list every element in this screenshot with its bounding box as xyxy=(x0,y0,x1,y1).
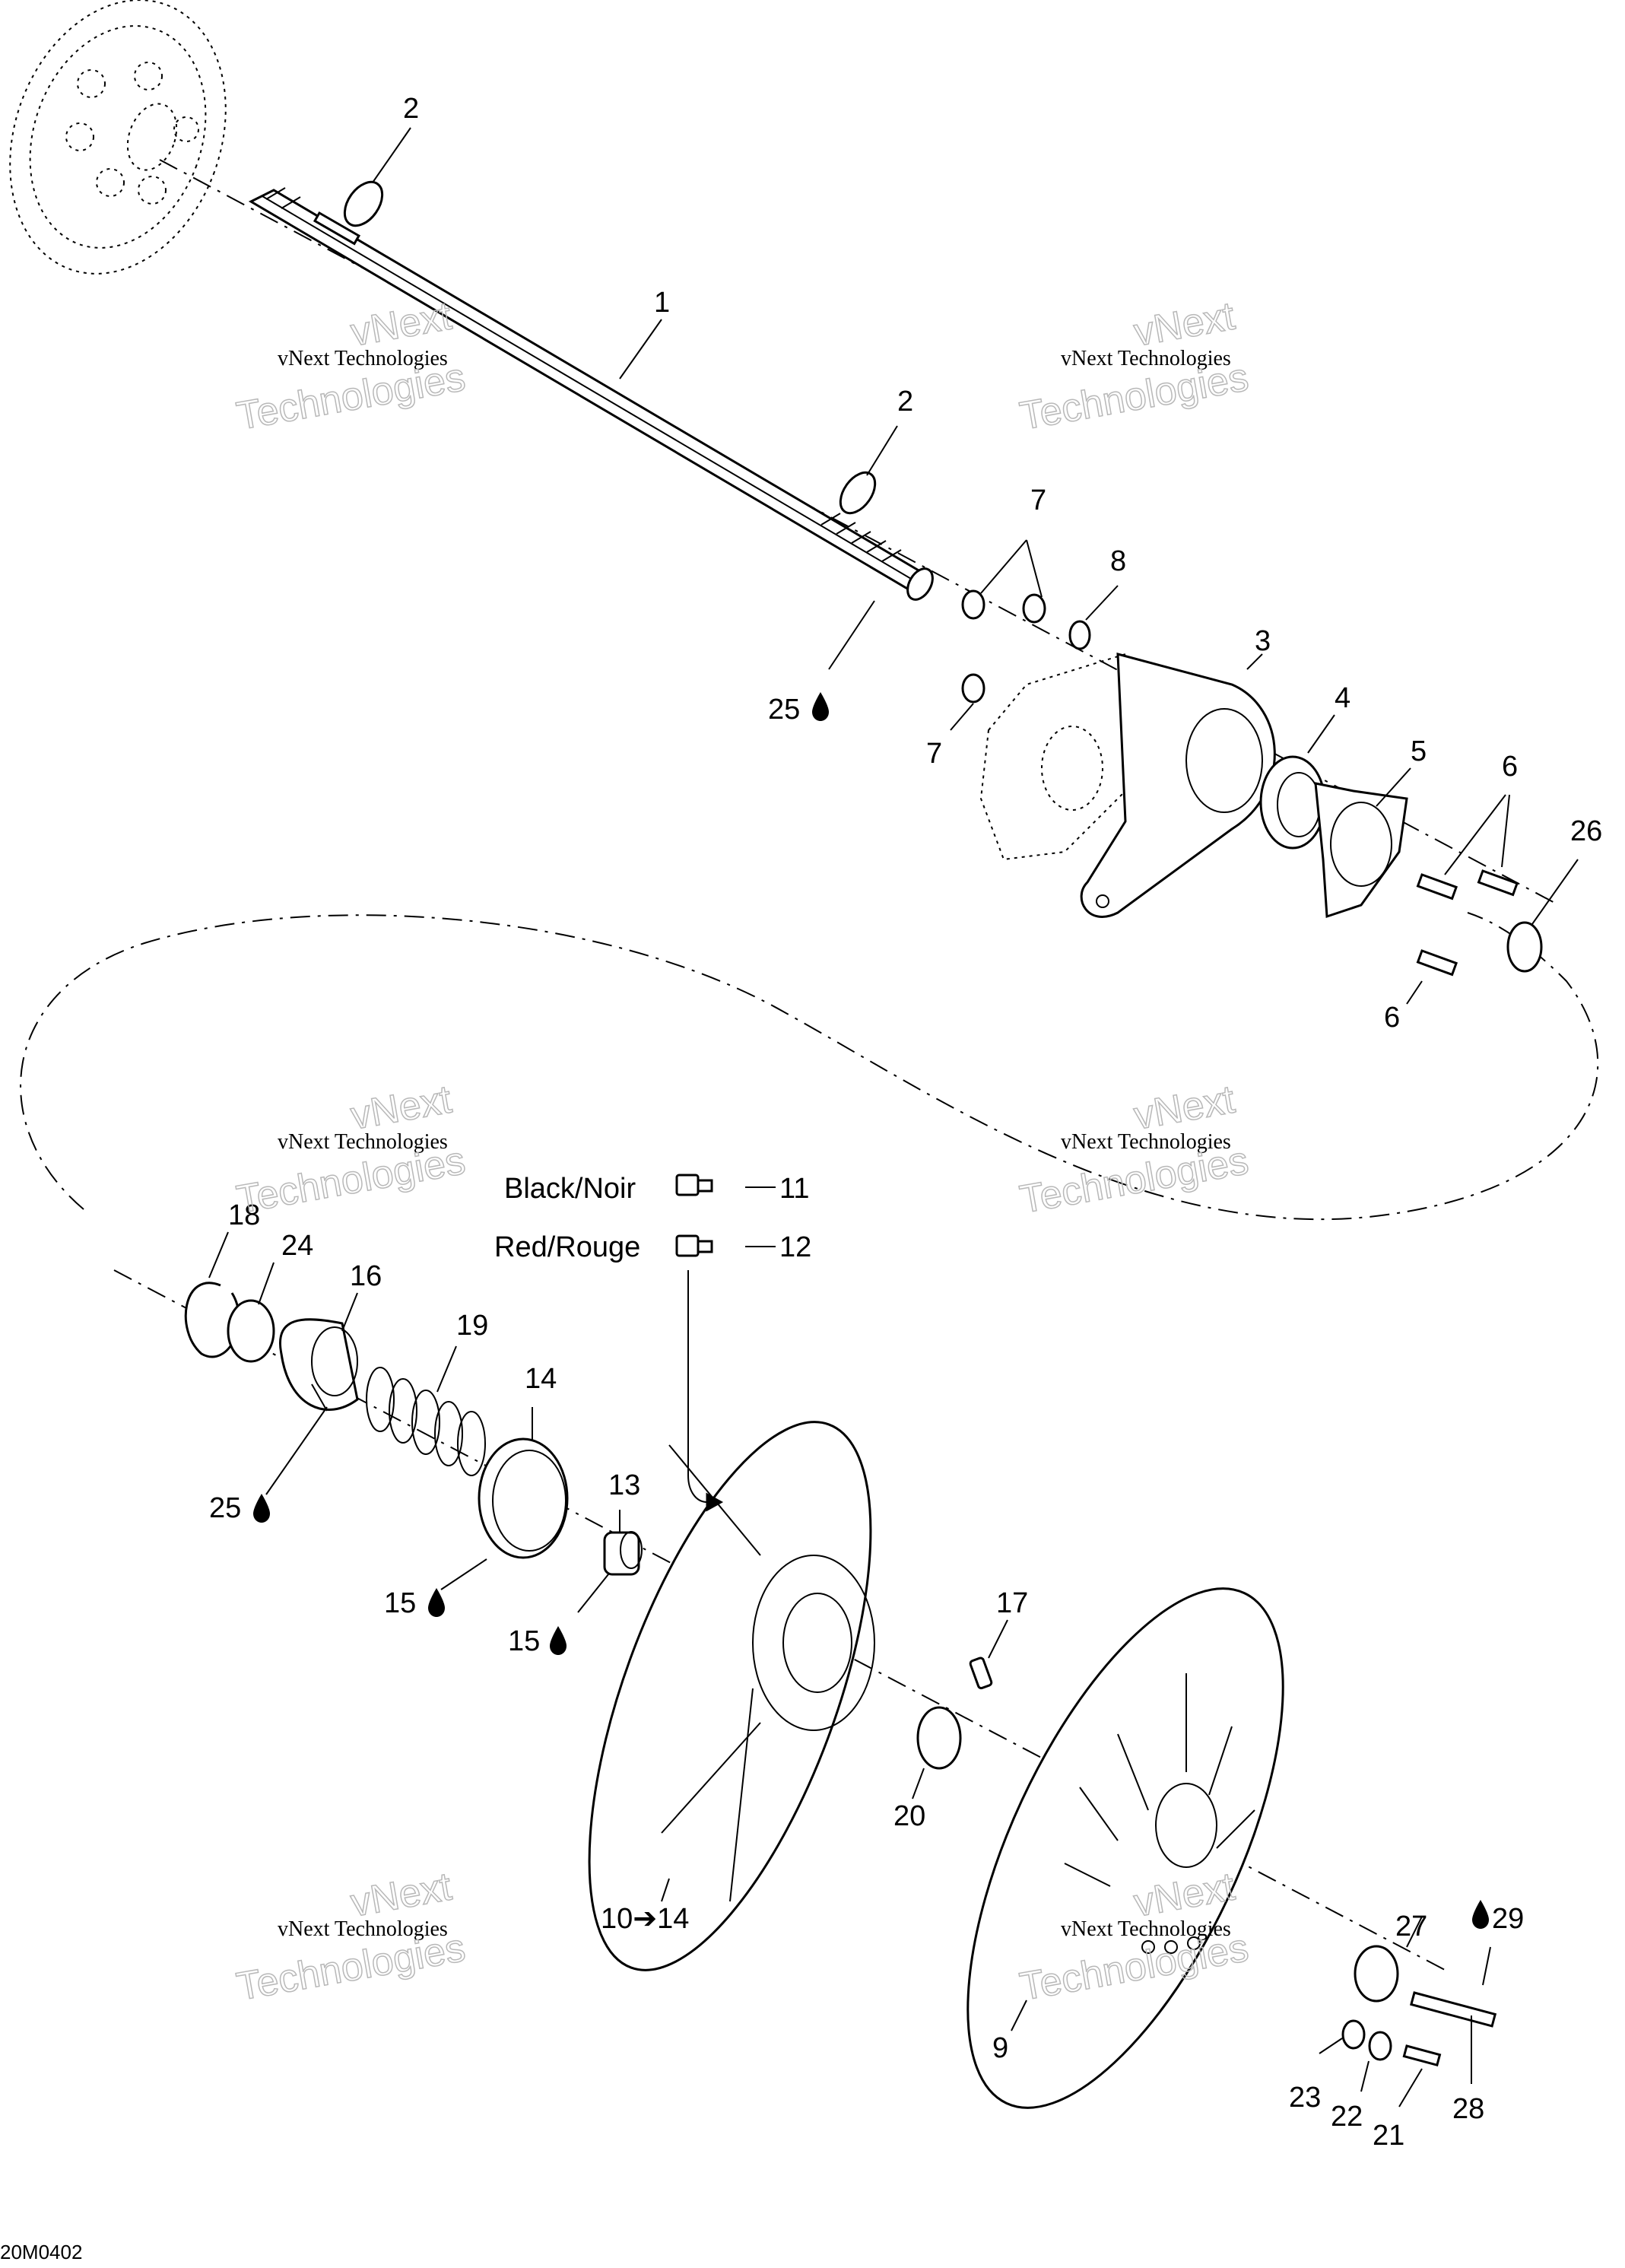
label-10-14: 10➔14 xyxy=(601,1903,689,1935)
part-labels: 1 2 2 3 4 5 6 6 7 7 8 25 26 18 24 16 19 … xyxy=(209,93,1602,2152)
label-6-upper: 6 xyxy=(1502,751,1518,783)
oil-drop-icon xyxy=(253,1494,270,1523)
bolt-6b xyxy=(1477,869,1519,897)
nut-7a xyxy=(961,589,985,620)
label-2-lower: 2 xyxy=(897,386,913,418)
drawing-code: 20M0402 xyxy=(0,2241,82,2263)
cam-16 xyxy=(279,1318,359,1412)
oil-drop-icon xyxy=(1472,1900,1489,1929)
label-19: 19 xyxy=(456,1310,488,1342)
label-12: 12 xyxy=(779,1231,811,1263)
label-14: 14 xyxy=(525,1363,557,1395)
label-20: 20 xyxy=(893,1800,925,1832)
bushing-13 xyxy=(603,1531,643,1576)
label-1: 1 xyxy=(654,287,670,319)
label-8: 8 xyxy=(1110,545,1126,577)
label-3: 3 xyxy=(1255,625,1271,657)
spring-19 xyxy=(366,1367,486,1476)
label-23: 23 xyxy=(1289,2082,1321,2114)
belt-outline xyxy=(20,912,1599,1221)
bolt-6a xyxy=(1416,873,1458,901)
track-sprocket-disk xyxy=(9,0,227,275)
sleeve-14 xyxy=(478,1437,569,1559)
label-7-lower: 7 xyxy=(926,738,942,770)
pin-17 xyxy=(969,1657,993,1690)
label-15-left: 15 xyxy=(384,1587,416,1619)
svg-text:vNext: vNext xyxy=(348,1078,455,1139)
svg-text:vNext Technologies: vNext Technologies xyxy=(1061,347,1231,370)
label-6-lower: 6 xyxy=(1384,1002,1400,1034)
drive-shaft xyxy=(248,187,935,601)
label-17: 17 xyxy=(996,1587,1028,1619)
washer-20 xyxy=(916,1706,962,1770)
svg-text:vNext Technologies: vNext Technologies xyxy=(1061,1917,1231,1941)
leader-lines xyxy=(208,127,1579,2108)
label-27: 27 xyxy=(1395,1911,1427,1942)
oil-drop-icon xyxy=(812,692,829,721)
label-4: 4 xyxy=(1335,682,1350,714)
fixed-sheave xyxy=(966,1587,1284,2109)
oil-drop-icon xyxy=(550,1626,567,1655)
label-2-upper: 2 xyxy=(403,93,419,125)
nut-7c xyxy=(961,673,985,704)
retaining-ring-upper xyxy=(343,180,384,227)
label-red-rouge: Red/Rouge xyxy=(494,1231,640,1263)
label-29: 29 xyxy=(1492,1903,1524,1935)
svg-text:vNext: vNext xyxy=(1131,1078,1239,1139)
bolt-28 xyxy=(1410,1991,1497,2028)
black-cap-icon xyxy=(675,1174,713,1196)
label-21: 21 xyxy=(1373,2120,1404,2152)
bearing-flange xyxy=(1314,782,1408,919)
label-25-lower: 25 xyxy=(209,1492,241,1524)
oil-drop-icon xyxy=(428,1588,445,1617)
svg-text:vNext Technologies: vNext Technologies xyxy=(278,1130,448,1154)
label-15-right: 15 xyxy=(508,1625,540,1657)
label-5: 5 xyxy=(1411,735,1427,767)
svg-text:vNext Technologies: vNext Technologies xyxy=(278,347,448,370)
sliding-sheave xyxy=(588,1421,875,1971)
label-18: 18 xyxy=(228,1199,260,1231)
washer-8 xyxy=(1068,620,1091,650)
svg-text:vNext: vNext xyxy=(1131,294,1239,355)
bearing-plate xyxy=(1080,653,1276,918)
svg-text:vNext: vNext xyxy=(348,1865,455,1926)
red-cap-icon xyxy=(675,1234,713,1257)
svg-text:vNext Technologies: vNext Technologies xyxy=(278,1917,448,1941)
label-7-upper: 7 xyxy=(1030,484,1046,516)
nut-7b xyxy=(1022,593,1046,624)
washer-24 xyxy=(227,1299,275,1363)
retaining-ring-lower xyxy=(839,471,877,515)
nut-22 xyxy=(1368,2031,1392,2061)
label-25-upper: 25 xyxy=(768,694,800,726)
svg-text:vNext Technologies: vNext Technologies xyxy=(1061,1130,1231,1154)
label-11: 11 xyxy=(779,1173,809,1205)
bolt-6c xyxy=(1416,949,1458,977)
label-22: 22 xyxy=(1331,2101,1363,2133)
svg-text:vNext: vNext xyxy=(348,294,455,355)
label-24: 24 xyxy=(281,1230,313,1262)
washer-23 xyxy=(1341,2019,1366,2050)
bearing xyxy=(1259,755,1326,850)
label-13: 13 xyxy=(608,1469,640,1501)
seal-26 xyxy=(1506,921,1543,973)
label-28: 28 xyxy=(1452,2093,1484,2125)
label-black-noir: Black/Noir xyxy=(504,1173,636,1205)
label-16: 16 xyxy=(350,1260,382,1292)
label-26: 26 xyxy=(1570,815,1602,847)
screw-21 xyxy=(1402,2044,1442,2067)
arrow-to-sheave xyxy=(687,1270,708,1503)
chaincase-bracket xyxy=(979,653,1126,861)
label-9: 9 xyxy=(992,2032,1008,2064)
washer-27 xyxy=(1354,1945,1399,2003)
